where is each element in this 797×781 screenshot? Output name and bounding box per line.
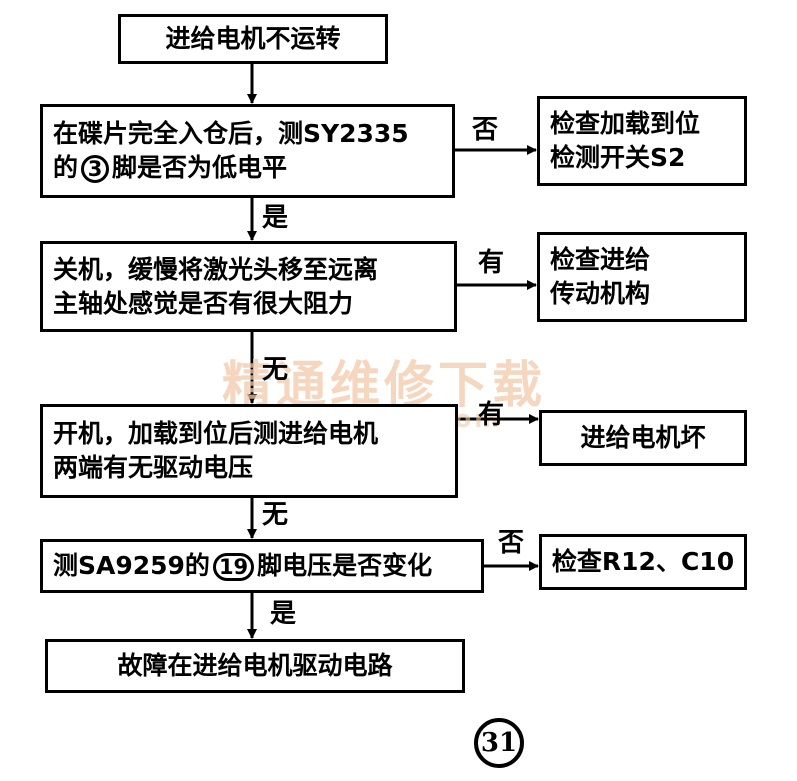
figure-number-badge: 31 [474,718,524,768]
step2-line2: 主轴处感觉是否有很大阻力 [53,288,354,318]
step2-yes-line2: 传动机构 [550,279,651,308]
end-text: 故障在进给电机驱动电路 [117,651,393,680]
step2-box: 关机，缓慢将激光头移至远离 主轴处感觉是否有很大阻力 [40,241,457,332]
step2-yes-line1: 检查进给 [550,245,651,274]
edge-label-step3-yes: 有 [478,400,505,430]
step1-line1: 在碟片完全入仓后，测SY2335 [53,119,409,148]
end-box: 故障在进给电机驱动电路 [45,639,465,693]
step4-no-box: 检查R12、C10 [539,534,747,590]
edge-label-step2-no: 无 [262,355,289,385]
edge-label-step1-yes: 是 [262,203,289,233]
step3-box: 开机，加载到位后测进给电机 两端有无驱动电压 [40,404,458,498]
step4-pre: 测SA9259的 [53,551,210,580]
step4-no-text: 检查R12、C10 [551,547,735,576]
start-box: 进给电机不运转 [118,14,388,64]
edge-label-step4-yes: 是 [270,599,297,629]
step1-no-line1: 检查加载到位 [550,109,701,138]
pin-3-circle: 3 [81,155,110,183]
pin-19-circle: 19 [212,553,255,581]
step3-line1: 开机，加载到位后测进给电机 [53,419,379,448]
edge-label-step1-no: 否 [472,115,499,145]
step1-no-line2: 检测开关S2 [550,143,686,172]
edge-label-step3-no: 无 [262,500,289,530]
edge-label-step2-yes: 有 [478,248,505,278]
edge-label-step4-no: 否 [498,528,525,558]
step3-yes-text: 进给电机坏 [580,423,706,452]
figure-number: 31 [480,728,518,758]
step2-line1: 关机，缓慢将激光头移至远离 [53,254,379,284]
start-text: 进给电机不运转 [165,24,341,53]
step2-yes-box: 检查进给 传动机构 [537,232,747,322]
step4-post: 脚电压是否变化 [257,551,433,580]
step1-post: 脚是否为低电平 [112,153,288,182]
step3-line2: 两端有无驱动电压 [53,453,254,482]
step1-no-box: 检查加载到位 检测开关S2 [537,96,747,186]
step3-yes-box: 进给电机坏 [539,410,747,466]
step1-pre2: 的 [53,153,79,182]
